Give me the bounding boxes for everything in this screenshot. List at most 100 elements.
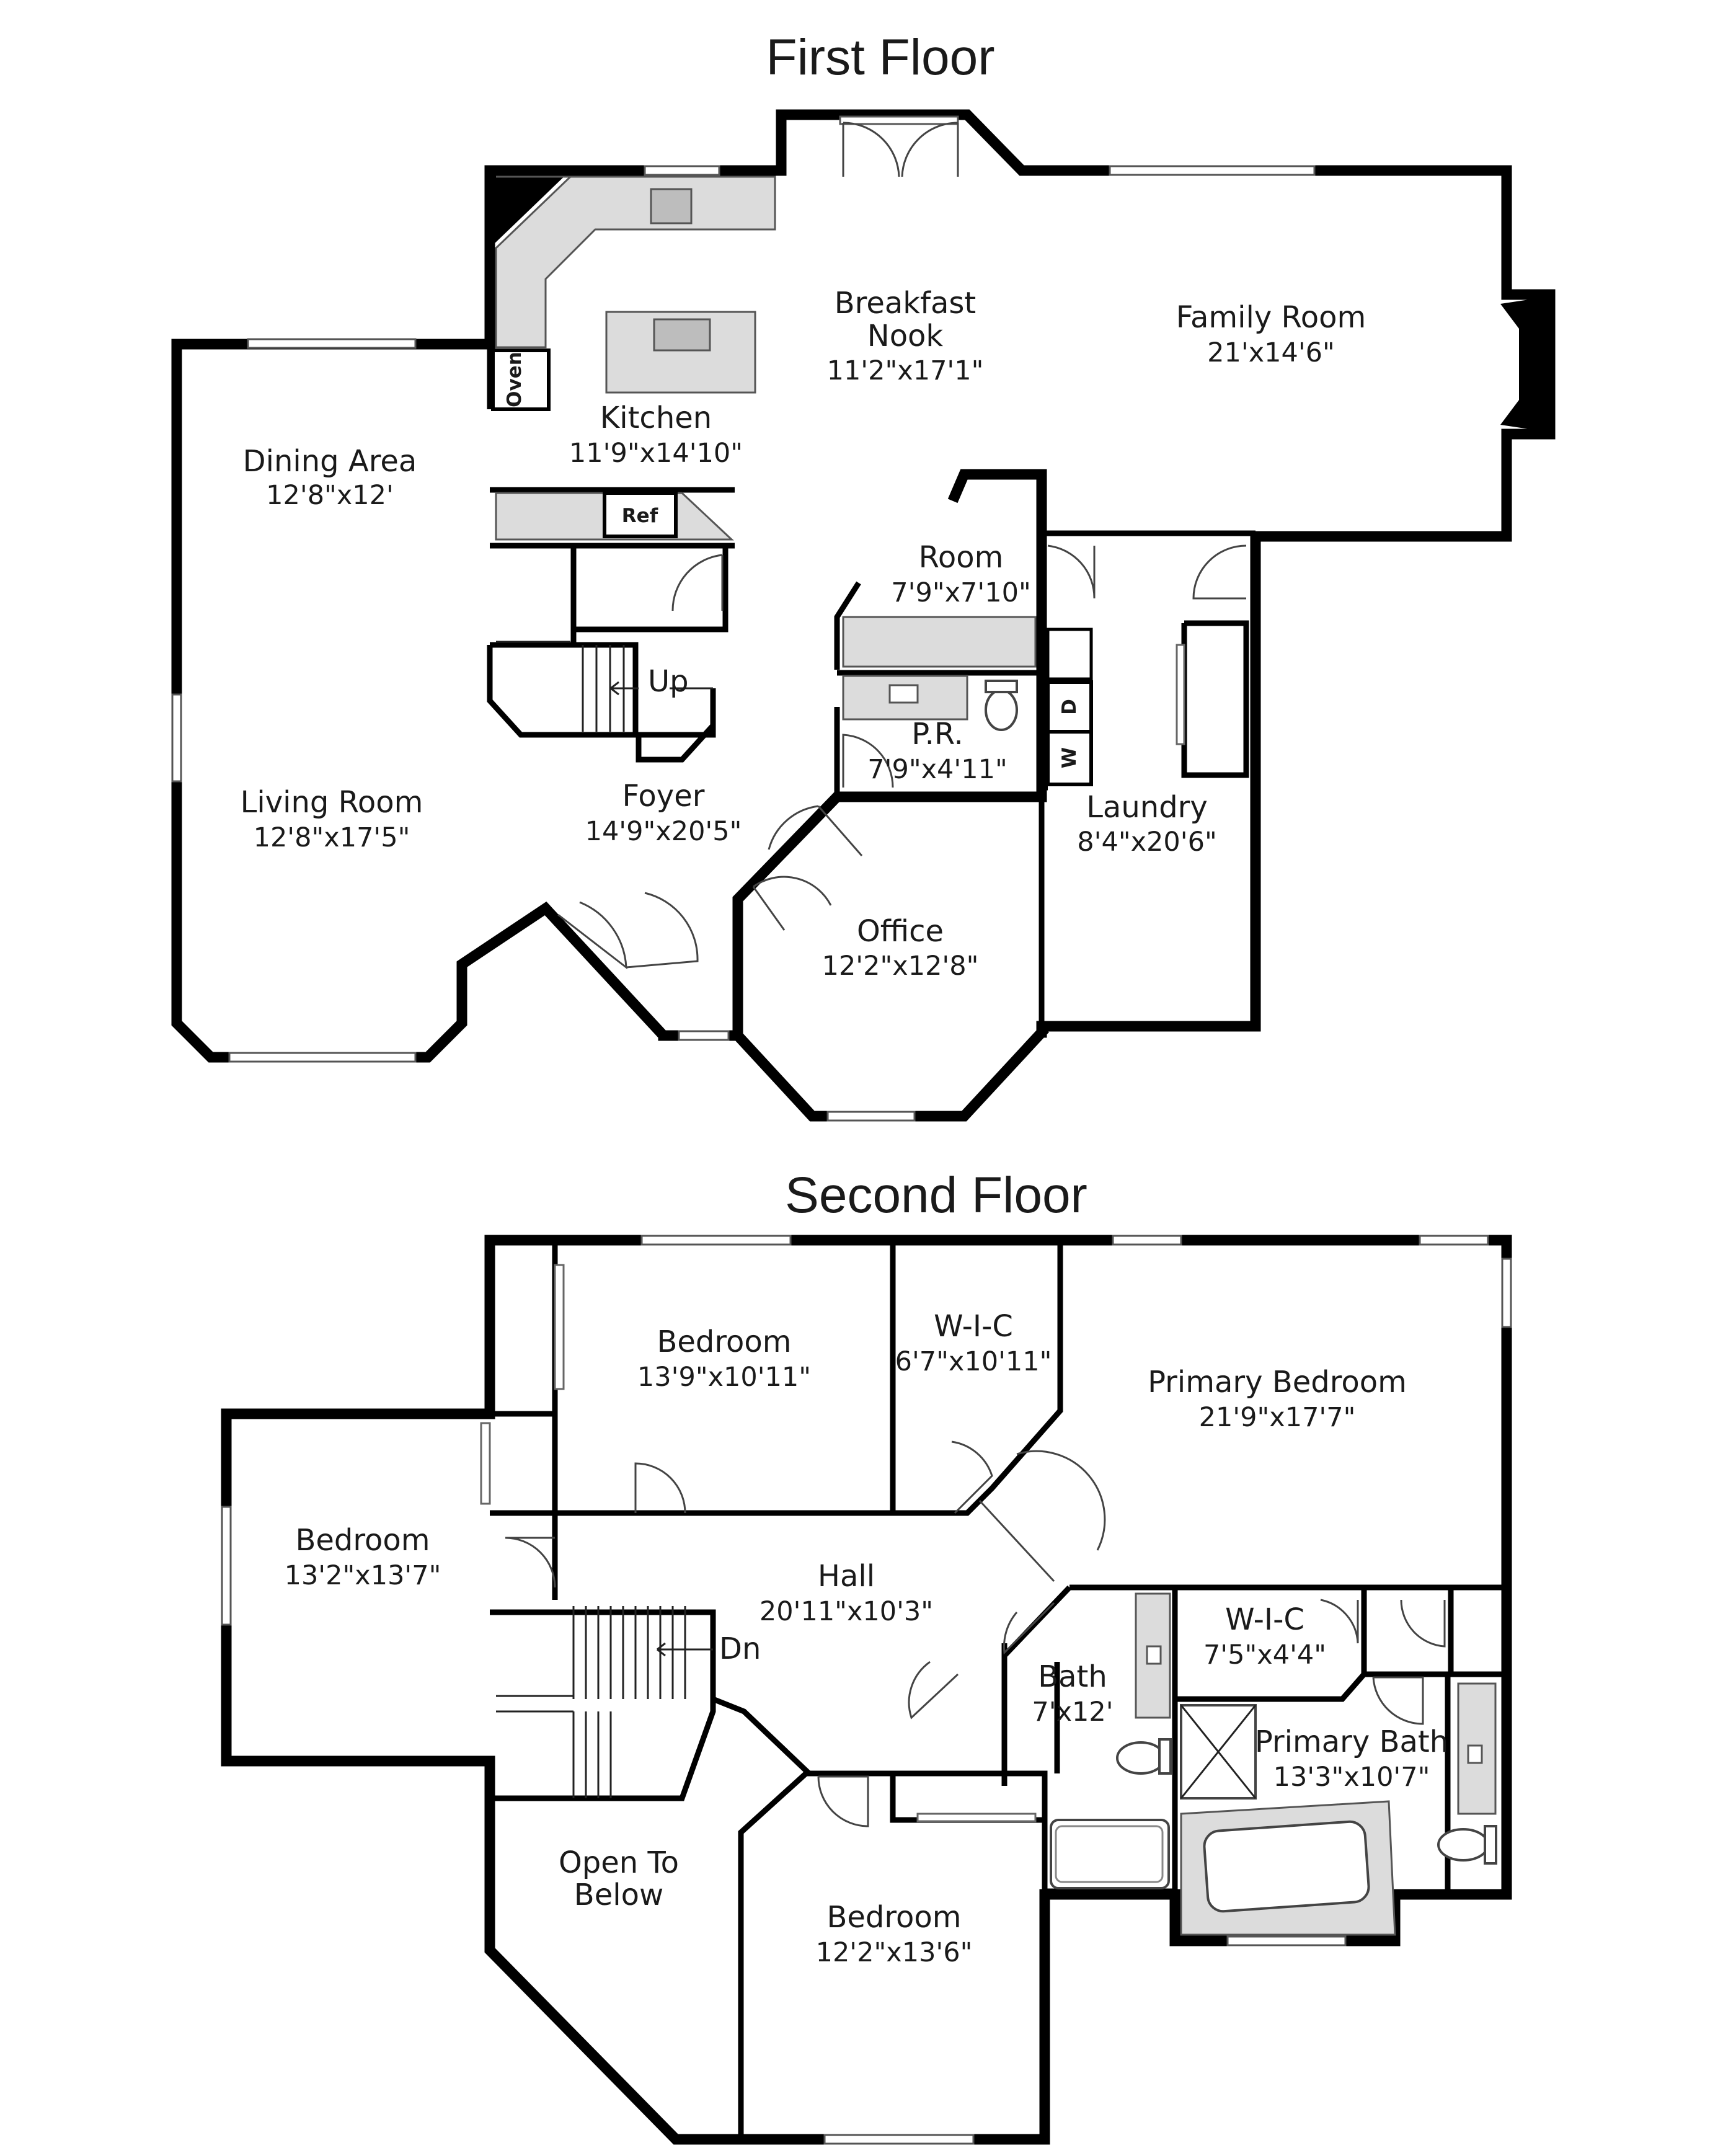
bedroom-door	[817, 1775, 869, 1827]
window	[644, 165, 720, 176]
stairs-down-arrow	[657, 1642, 713, 1657]
first-floor: First Floor FP Oven	[171, 29, 1556, 1122]
dryer-label: D	[1058, 699, 1081, 715]
laundry-closet-door	[1192, 544, 1247, 600]
room-name: Family Room	[1176, 300, 1366, 335]
room-name: Open To	[559, 1845, 679, 1880]
room-dims: 14'9"x20'5"	[585, 816, 742, 847]
refrigerator-icon	[603, 491, 678, 538]
sink-icon	[1046, 628, 1093, 681]
kitchen-counter	[495, 175, 776, 348]
window	[171, 693, 182, 783]
vanity-sink-icon	[888, 684, 919, 704]
room-dims: 11'2"x17'1"	[827, 355, 984, 386]
window	[1501, 1258, 1512, 1328]
room-dims: 21'x14'6"	[1207, 337, 1335, 368]
room-dims: 8'4"x20'6"	[1077, 827, 1216, 858]
room-name: Room	[919, 540, 1004, 575]
window	[247, 338, 417, 349]
room-name: Primary Bedroom	[1148, 1365, 1407, 1400]
room-name: W-I-C	[1225, 1602, 1304, 1637]
room-name: W-I-C	[934, 1309, 1013, 1344]
toilet-icon	[1437, 1828, 1489, 1862]
closet-door	[1400, 1599, 1446, 1648]
toilet-tank-icon	[985, 680, 1018, 693]
bedroom-door	[505, 1537, 556, 1588]
island-sink-icon	[653, 318, 711, 352]
powder-room-door	[842, 734, 894, 788]
room-dims: 20'11"x10'3"	[760, 1596, 933, 1627]
closet-bifold-icon	[480, 1422, 491, 1505]
room-dims: 21'9"x17'7"	[1199, 1402, 1356, 1433]
window	[640, 1235, 792, 1246]
front-entry-doors	[557, 892, 699, 970]
bath-door	[1003, 1602, 1055, 1655]
second-floor-interior-walls	[490, 1240, 1507, 2139]
room-name: Dining Area	[243, 444, 417, 479]
closet-bifold-icon	[916, 1813, 1037, 1822]
washer-label: W	[1058, 747, 1081, 768]
vanity-sink-icon	[1467, 1744, 1483, 1764]
room-name: Bedroom	[295, 1523, 430, 1558]
room-dims: 11'9"x14'10"	[569, 438, 743, 469]
toilet-icon	[1116, 1741, 1166, 1775]
bedroom-door	[634, 1462, 686, 1514]
room-dims: 7'5"x4'4"	[1203, 1640, 1326, 1671]
hall-door	[908, 1661, 959, 1720]
primary-bedroom-doors	[978, 1450, 1106, 1582]
fireplace-label: FP	[1486, 351, 1508, 378]
first-floor-title: First Floor	[766, 29, 995, 86]
stair-treads-down	[496, 1606, 686, 1798]
stairs-up-label: Up	[648, 664, 689, 699]
breakfast-french-doors	[842, 122, 959, 177]
second-floor: Second Floor Dn	[221, 1167, 1512, 2145]
stairs-down-label: Dn	[719, 1631, 761, 1666]
vanity-sink-icon	[1146, 1645, 1162, 1665]
window	[826, 1111, 916, 1122]
room-dims: 12'8"x17'5"	[254, 822, 410, 853]
room-name: Bedroom	[826, 1900, 961, 1935]
room-dims: 13'3"x10'7"	[1273, 1762, 1430, 1793]
stair-closet-walls	[487, 543, 728, 763]
washer-icon	[1046, 730, 1093, 786]
room-name: Bedroom	[657, 1325, 791, 1359]
toilet-tank-icon	[1484, 1825, 1497, 1865]
office-door-2	[752, 876, 832, 931]
entry-window	[839, 115, 959, 125]
sink-icon	[650, 188, 693, 224]
bathtub-inner	[1055, 1825, 1164, 1883]
window	[678, 1030, 730, 1041]
oven-label: Oven	[503, 352, 526, 407]
room-name: Hall	[818, 1559, 875, 1594]
toilet-tank-icon	[1158, 1738, 1172, 1775]
window	[221, 1506, 232, 1626]
closet-bifold-icon	[554, 1264, 565, 1390]
room-name: Living Room	[241, 785, 423, 820]
room-name: Primary Bath	[1255, 1724, 1448, 1759]
room-name: Office	[857, 914, 944, 949]
window	[1226, 1935, 1347, 1946]
window	[1419, 1235, 1489, 1246]
room-name: Bath	[1038, 1659, 1107, 1694]
second-floor-title: Second Floor	[785, 1167, 1087, 1223]
window	[228, 1052, 417, 1063]
room-dims: 7'9"x7'10"	[891, 577, 1030, 608]
pantry-door	[671, 554, 724, 611]
window	[823, 2134, 975, 2145]
fireplace-block	[1500, 296, 1550, 432]
room-name: Breakfast	[835, 286, 976, 321]
bathtub-icon	[1050, 1819, 1170, 1889]
closet-bifold-icon	[1176, 644, 1185, 745]
wic-door	[951, 1440, 993, 1514]
room-dims: 12'2"x13'6"	[816, 1937, 973, 1968]
oven-icon	[491, 348, 551, 411]
bathtub-icon	[1203, 1820, 1370, 1913]
window	[1112, 1235, 1182, 1246]
kitchen-corner-block	[490, 171, 570, 248]
wic-door	[1320, 1599, 1359, 1644]
room-name-line2: Below	[574, 1878, 663, 1912]
room-dims: 12'2"x12'8"	[822, 951, 979, 982]
room-dims: 13'2"x13'7"	[285, 1560, 441, 1591]
stairs-up-arrow	[610, 681, 639, 696]
room-dims: 7'x12'	[1032, 1697, 1113, 1728]
